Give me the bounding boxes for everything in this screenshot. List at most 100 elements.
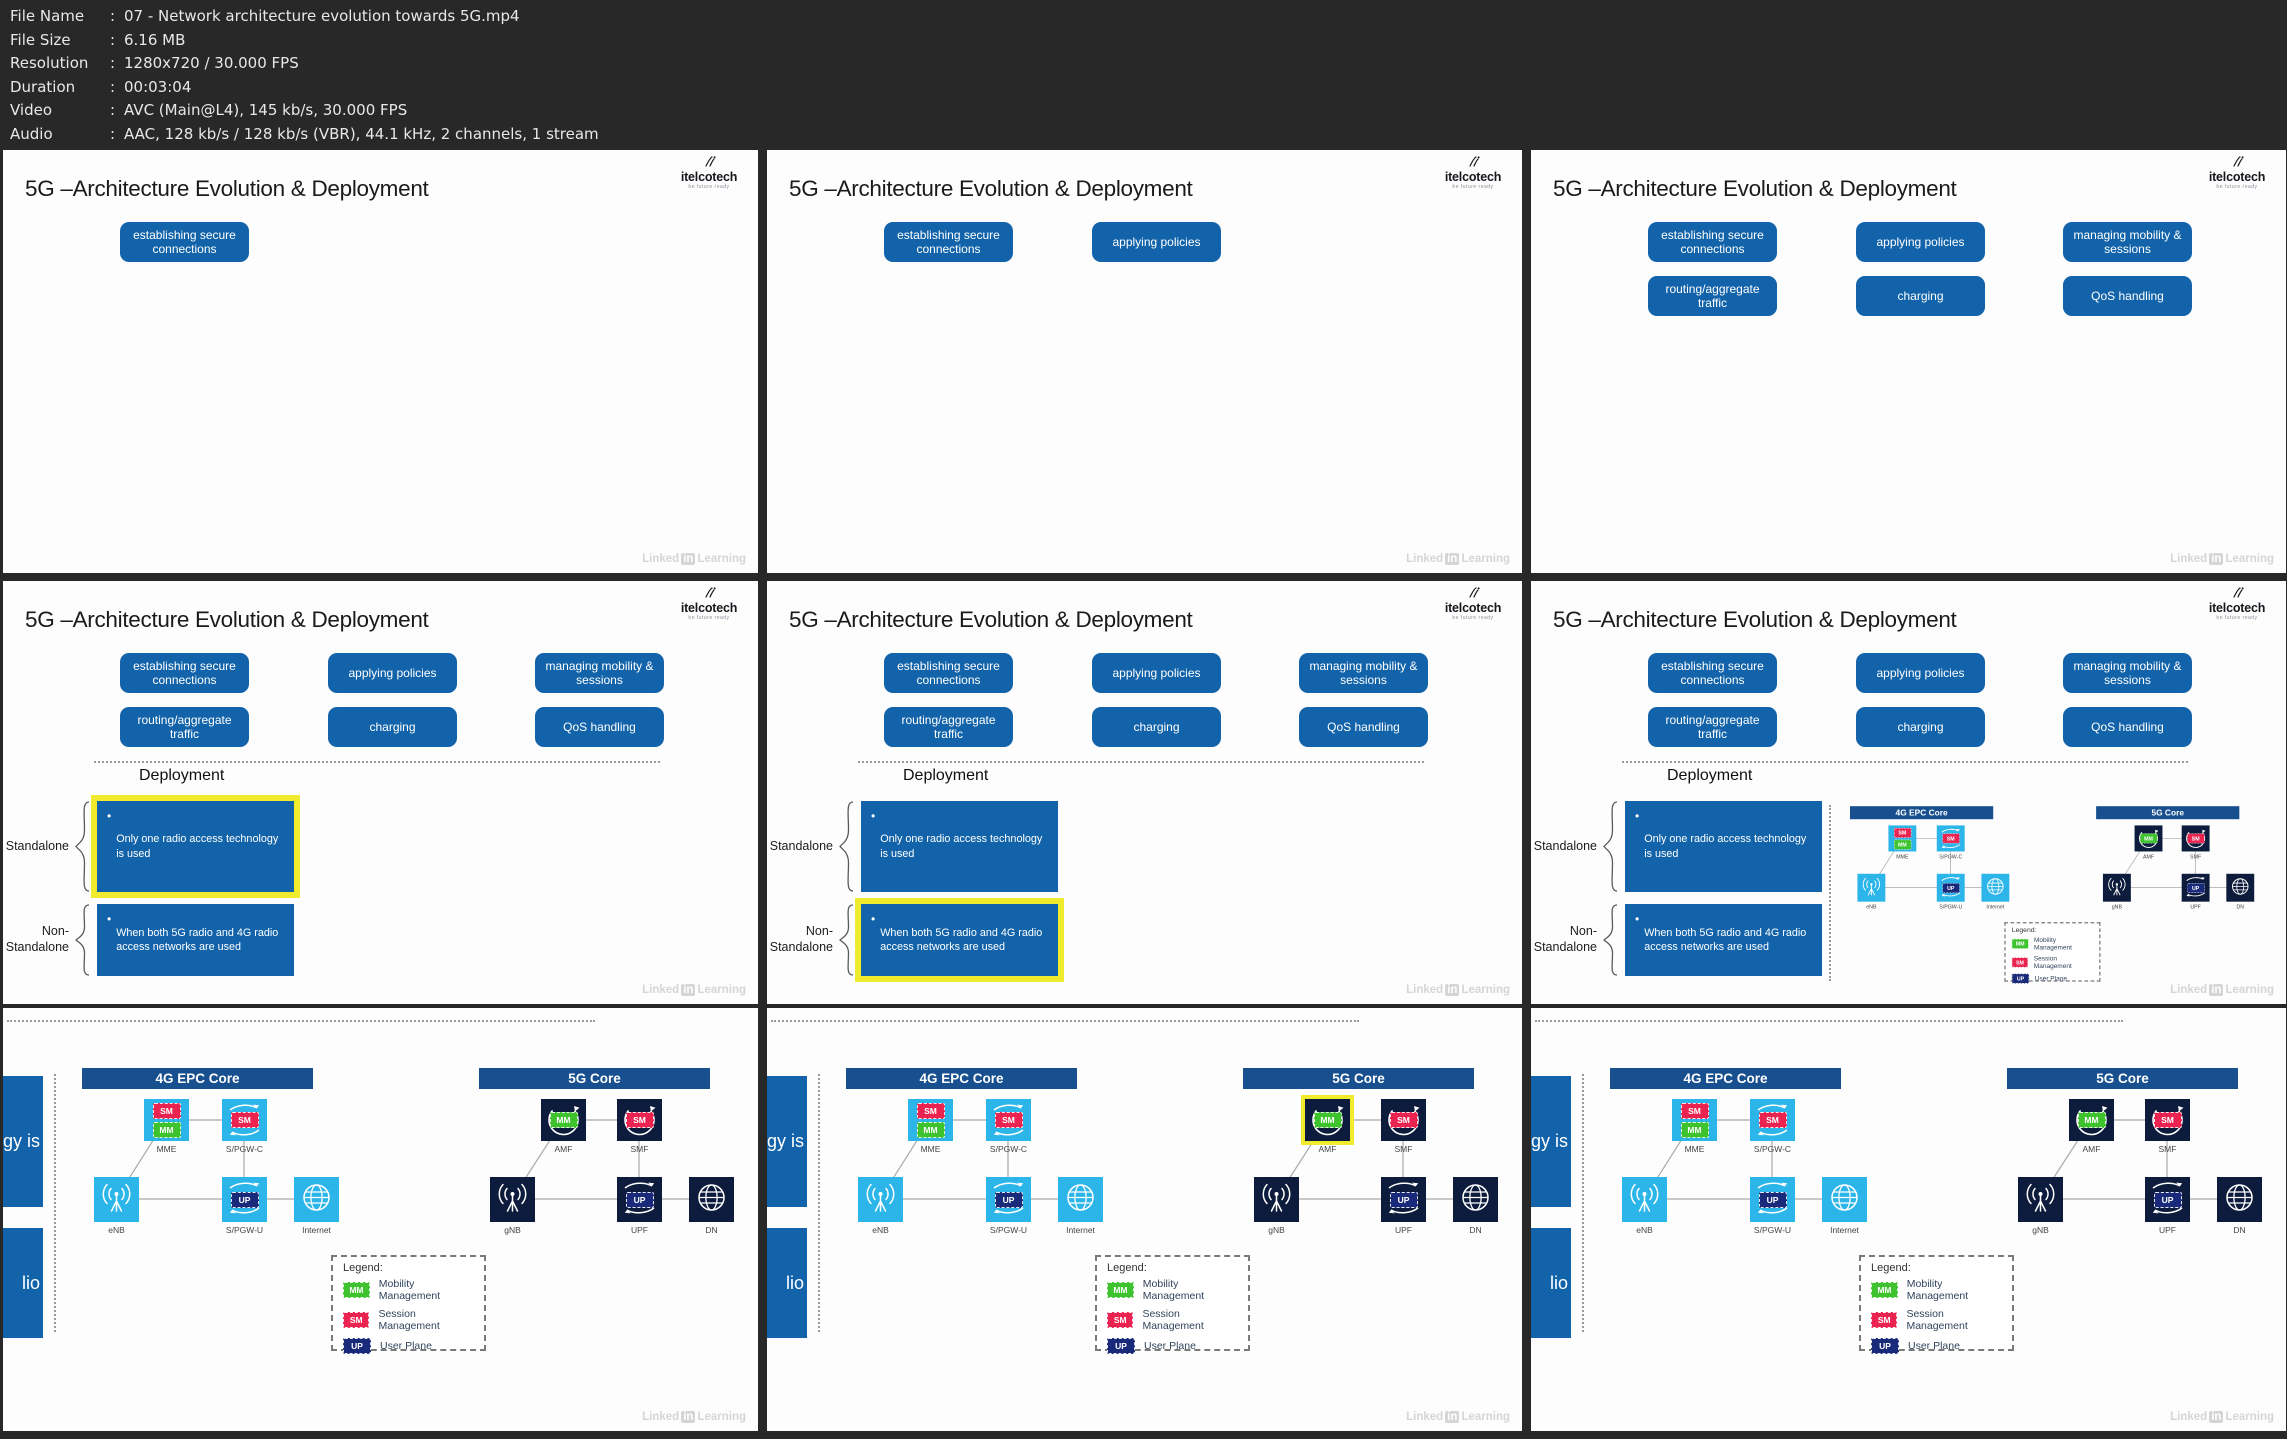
bullet-glyph: • [107, 912, 112, 926]
cycle-arrows-icon [222, 1177, 267, 1224]
watermark-in-badge: in [1445, 553, 1460, 565]
watermark-learning: Learning [1461, 1411, 1510, 1423]
node-label-spgwc: S/PGW-C [1939, 853, 1963, 860]
legend-item-label: Session Management [378, 1308, 440, 1332]
logo-flourish-icon [670, 586, 748, 602]
capability-pill: establishing secure connections [120, 653, 249, 693]
node-spgwu: UP [1750, 1177, 1795, 1222]
node-gnb [2018, 1177, 2063, 1222]
node-upf: UP [2181, 873, 2210, 902]
node-internet [1981, 873, 2010, 902]
clipped-non-standalone-box: lio [3, 1228, 43, 1338]
non-standalone-label: Non-Standalone [1533, 904, 1597, 976]
capability-pill: establishing secure connections [1648, 653, 1777, 693]
capability-pill: managing mobility & sessions [1299, 653, 1428, 693]
non-standalone-brace [1603, 904, 1619, 976]
cycle-arrows-icon [1757, 1104, 1788, 1136]
antenna-icon [1862, 877, 1881, 896]
non-standalone-box: •When both 5G radio and 4G radio access … [1625, 904, 1822, 976]
antenna-icon [2026, 1183, 2055, 1212]
antenna-icon [2103, 872, 2131, 903]
node-label-internet: Internet [1986, 903, 2005, 910]
function-chip-mm: MM [2077, 1112, 2106, 1128]
standalone-box: •Only one radio access technology is use… [91, 795, 300, 898]
node-label-smf: SMF [1394, 1144, 1413, 1154]
node-internet [1058, 1177, 1103, 1222]
node-label-internet: Internet [302, 1225, 331, 1235]
watermark-learning: Learning [697, 1411, 746, 1423]
function-chip-mm: MM [1680, 1121, 1709, 1138]
non-standalone-label-line1: Non- [41, 924, 69, 939]
node-label-gnb: gNB [2032, 1225, 2049, 1235]
antenna-icon [1630, 1183, 1659, 1212]
node-amf: MM [2069, 1099, 2114, 1141]
metadata-label: Audio [10, 124, 53, 143]
metadata-value: 07 - Network architecture evolution towa… [124, 7, 520, 25]
non-standalone-label: Non-Standalone [5, 904, 69, 976]
non-standalone-brace [75, 904, 90, 976]
function-chip-mm: MM [1313, 1112, 1342, 1128]
node-label-mme: MME [1684, 1144, 1705, 1154]
watermark-in-badge: in [2209, 984, 2224, 996]
vertical-dotted-divider [54, 1074, 56, 1332]
node-internet [1822, 1177, 1867, 1222]
cycle-arrows-icon [1750, 1177, 1795, 1224]
top-dotted-divider [771, 1020, 1359, 1022]
legend-item-label: Mobility Management [2033, 936, 2072, 952]
node-label-gnb: gNB [2111, 903, 2123, 910]
top-dotted-divider [1535, 1020, 2123, 1022]
metadata-row: Resolution:1280x720 / 30.000 FPS [10, 52, 599, 76]
top-dotted-divider [7, 1020, 595, 1022]
node-label-enb: eNB [108, 1225, 125, 1235]
node-amf: MM [2134, 825, 2163, 852]
cycle-arrows-icon [1381, 1177, 1426, 1224]
watermark-linked: Linked [642, 1411, 680, 1423]
metadata-value: 1280x720 / 30.000 FPS [124, 54, 299, 72]
watermark-learning: Learning [1461, 553, 1510, 565]
section-divider [1622, 761, 2188, 763]
non-standalone-box: •When both 5G radio and 4G radio access … [855, 898, 1064, 982]
node-label-spgwu: S/PGW-U [1753, 1225, 1792, 1235]
legend-title: Legend: [1107, 1262, 1147, 1274]
function-chip-sm: SM [343, 1312, 370, 1328]
metadata-separator: : [110, 54, 116, 72]
legend-item-label: Session Management [2033, 955, 2072, 970]
node-label-dn: DN [2236, 903, 2245, 910]
standalone-box: •Only one radio access technology is use… [861, 801, 1058, 892]
vertical-dotted-divider [1582, 1074, 1584, 1332]
antenna-icon [490, 1175, 535, 1225]
node-label-spgwc: S/PGW-C [1753, 1144, 1792, 1154]
node-enb [94, 1177, 139, 1222]
function-chip-up: UP [2186, 882, 2205, 893]
capability-pill: establishing secure connections [884, 222, 1013, 262]
capability-pill: routing/aggregate traffic [1648, 276, 1777, 316]
logo-flourish-icon [1469, 587, 1480, 598]
watermark-linked: Linked [1406, 1411, 1444, 1423]
function-chip-sm: SM [1942, 833, 1960, 844]
logo-name: itelcotech [2208, 170, 2266, 184]
globe-icon [1987, 877, 2004, 895]
file-metadata: File Name:07 - Network architecture evol… [10, 5, 599, 146]
node-gnb [490, 1177, 535, 1222]
node-upf: UP [1381, 1177, 1426, 1222]
node-label-dn: DN [705, 1225, 718, 1235]
cycle-arrows-icon [1388, 1182, 1419, 1214]
antenna-icon [102, 1183, 131, 1212]
node-label-amf: AMF [1318, 1144, 1337, 1154]
clipped-standalone-box: gy is [3, 1076, 43, 1207]
deployment-heading: Deployment [139, 767, 225, 784]
capability-pill: routing/aggregate traffic [1648, 707, 1777, 747]
logo-flourish-icon [705, 587, 716, 598]
function-chip-sm: SM [1107, 1312, 1134, 1328]
watermark-linked: Linked [2170, 1411, 2208, 1423]
function-chip-sm: SM [1871, 1312, 1898, 1328]
node-smf: SM [2181, 825, 2210, 852]
